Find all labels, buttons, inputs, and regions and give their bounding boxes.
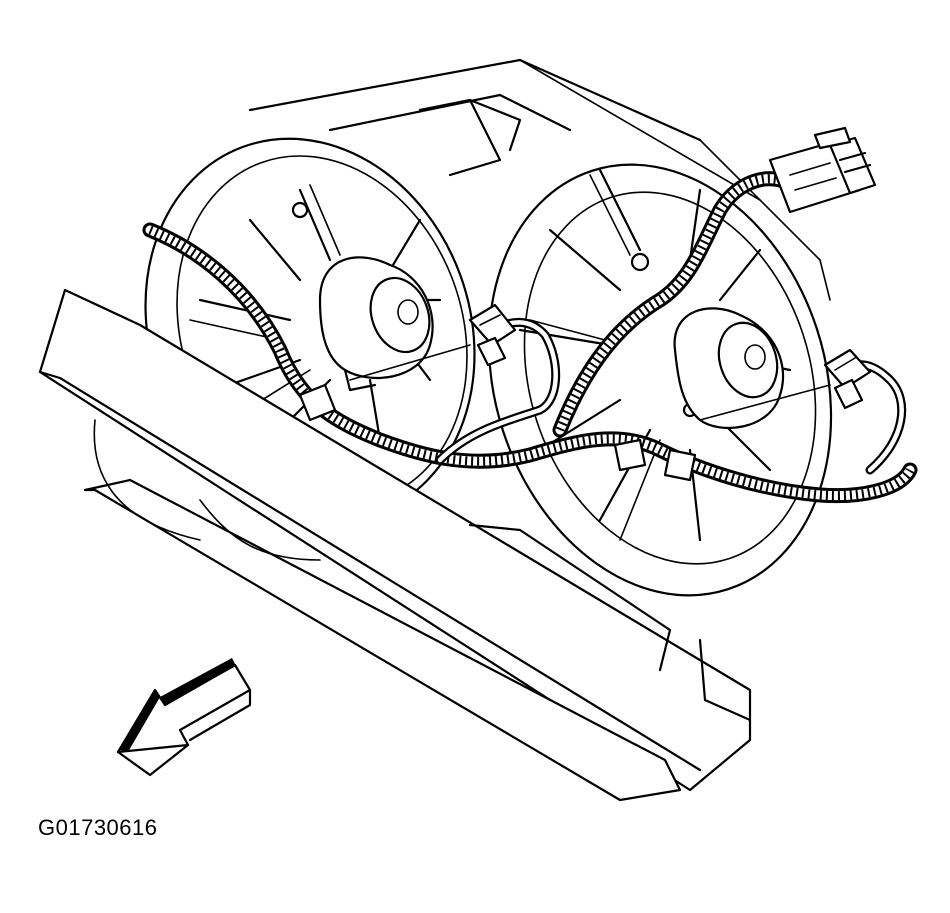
figure-id-label: G01730616	[38, 815, 158, 840]
direction-arrow	[116, 658, 252, 777]
radiator-core-support	[38, 288, 752, 802]
harness-connector	[768, 126, 877, 214]
right-fan-motor	[673, 307, 831, 430]
wiring-harness	[142, 171, 918, 504]
right-motor-connector	[823, 348, 872, 410]
left-motor-connector	[468, 303, 517, 367]
left-fan-motor	[318, 256, 471, 392]
